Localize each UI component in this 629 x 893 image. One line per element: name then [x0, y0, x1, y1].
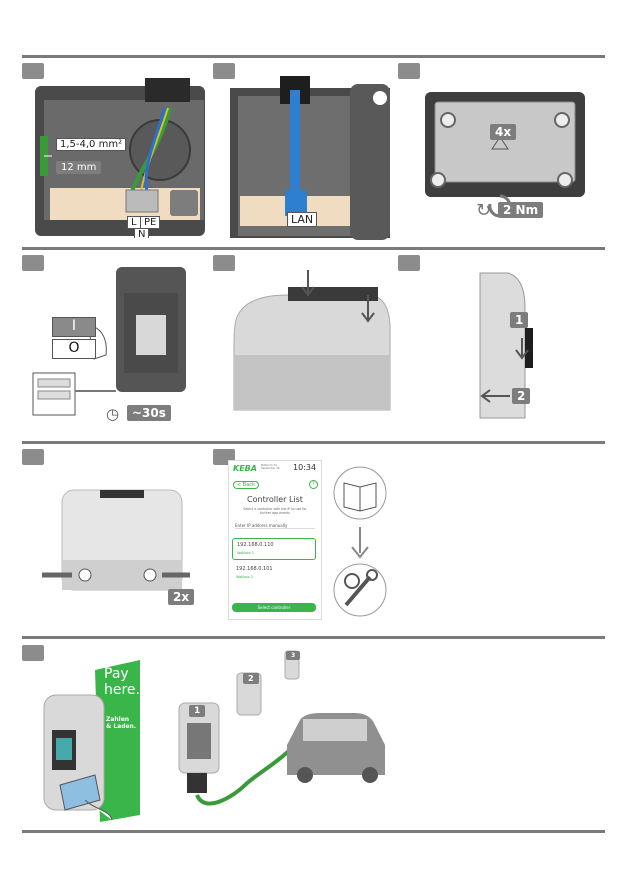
- wire-cross-section-label: 1,5-4,0 mm²: [56, 138, 127, 151]
- close-lid-illustration: [228, 265, 393, 415]
- section-rule-5: [22, 830, 605, 833]
- section-rule-2: [22, 247, 605, 250]
- slide-cover-illustration: 1 2: [470, 268, 550, 428]
- controller-ip: 192.168.0.101: [236, 566, 273, 572]
- section-rule-4: [22, 636, 605, 639]
- clock-icon: ◷: [106, 405, 120, 423]
- app-status-line: Mittwoch 04. September 26: [261, 464, 280, 470]
- controller-list-item[interactable]: 192.168.0.110 Wallbox 1: [232, 538, 316, 560]
- switch-off-label: O: [52, 339, 96, 359]
- terminal-label-L: L: [127, 216, 141, 229]
- sign-headline-2: here.: [104, 682, 140, 698]
- controller-list-item[interactable]: 192.168.0.101 Wallbox 2: [232, 563, 314, 583]
- rotate-icon: ↻: [476, 200, 492, 221]
- stations-and-car-illustration: 1 2 3: [175, 645, 390, 815]
- step-badge: [213, 255, 235, 271]
- select-controller-button[interactable]: Select controller: [232, 603, 316, 612]
- section-rule-3: [22, 441, 605, 444]
- arrow-2-label: 2: [512, 388, 531, 404]
- cover-screws-illustration: 4x 2 Nm ↻: [420, 92, 590, 222]
- step-badge: [213, 63, 235, 79]
- sign-sub-2: & Laden.: [106, 723, 137, 730]
- strip-length-label: 12 mm: [56, 161, 102, 174]
- torque-label: 2 Nm: [498, 202, 544, 218]
- terminal-label-PE: PE: [140, 216, 161, 229]
- app-time: 10:34: [293, 463, 317, 472]
- sign-sub-1: Zahlen: [106, 716, 130, 723]
- pay-here-illustration: Pay here. Zahlen & Laden.: [40, 660, 170, 822]
- app-manual-entry[interactable]: Enter IP address manually: [235, 523, 315, 529]
- arrow-1-label: 1: [510, 312, 529, 328]
- wiring-illustration: 1,5-4,0 mm² 12 mm L PE N: [30, 78, 205, 238]
- app-title: Controller List: [247, 495, 303, 504]
- station-3-label: 3: [286, 651, 301, 660]
- step-badge: [398, 63, 420, 79]
- step-badge: [398, 255, 420, 271]
- step-badge: [22, 449, 44, 465]
- power-on-illustration: I O ◷ ~30s: [28, 265, 203, 430]
- controller-name: Wallbox 2: [236, 575, 253, 579]
- manual-to-config-illustration: [330, 465, 390, 620]
- section-rule-1: [22, 55, 605, 58]
- app-back-button[interactable]: < Back: [233, 481, 259, 489]
- lock-count-label: 2x: [168, 589, 195, 605]
- controller-ip: 192.168.0.110: [237, 542, 274, 548]
- screw-count-label: 4x: [490, 124, 517, 140]
- keba-logo: KEBA: [233, 464, 257, 473]
- switch-on-label: I: [52, 317, 96, 337]
- lan-label: LAN: [287, 212, 318, 227]
- wait-time-label: ~30s: [127, 405, 171, 421]
- step-badge: [22, 63, 44, 79]
- step-badge: [22, 255, 44, 271]
- station-2-label: 2: [243, 673, 259, 684]
- sign-headline-1: Pay: [104, 666, 129, 682]
- terminal-label-N: N: [134, 228, 150, 238]
- lock-screws-illustration: 2x: [40, 485, 200, 610]
- controller-name: Wallbox 1: [237, 551, 254, 555]
- step-badge: [22, 645, 44, 661]
- app-help-icon[interactable]: ?: [309, 480, 318, 489]
- lan-illustration: LAN: [230, 70, 390, 240]
- station-1-label: 1: [189, 705, 206, 717]
- app-subtitle: Select a controller with the IP to use f…: [243, 507, 307, 515]
- app-screen: KEBA Mittwoch 04. September 26 10:34 < B…: [228, 460, 322, 620]
